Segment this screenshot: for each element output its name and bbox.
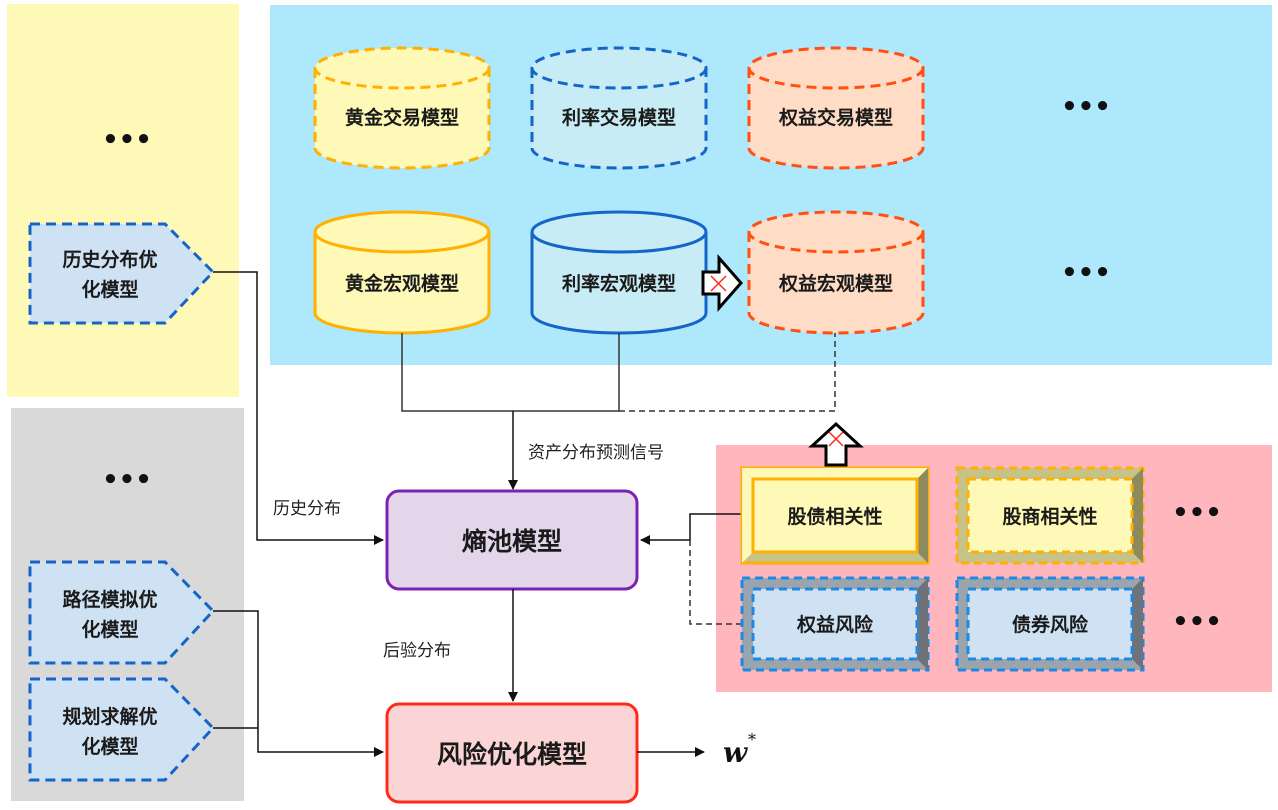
path-sim-opt-model-label-2: 化模型 (81, 618, 138, 641)
left-top-panel (7, 4, 239, 397)
programming-opt-model-label-1: 规划求解优 (62, 705, 157, 728)
stock-bond-correlation-label: 股债相关性 (787, 505, 882, 528)
rate-trading-model: 利率交易模型 (530, 46, 708, 170)
rate-macro-model: 利率宏观模型 (530, 210, 708, 335)
stock-commodity-correlation-label: 股商相关性 (1002, 505, 1097, 528)
stock-commodity-correlation-box: 股商相关性 (955, 466, 1145, 565)
output-weight-superscript: * (748, 730, 756, 749)
history-dist-label: 历史分布 (273, 499, 341, 519)
history-dist-connector (213, 271, 384, 545)
gold-trading-model: 黄金交易模型 (313, 46, 491, 170)
equity-trading-model: 权益交易模型 (747, 46, 925, 170)
equity-macro-connector (619, 333, 836, 412)
left-bottom-ellipsis: ••• (102, 465, 152, 495)
stock-bond-correlation-box: 股债相关性 (740, 466, 930, 565)
programming-opt-model-shape (28, 677, 216, 782)
asset-signal-label: 资产分布预测信号 (528, 443, 664, 463)
right-row1-ellipsis: ••• (1172, 498, 1222, 528)
path-sim-opt-model-shape (28, 560, 216, 665)
history-dist-opt-model-shape (28, 222, 216, 325)
equity-risk-label: 权益风险 (796, 613, 874, 636)
equity-macro-model-label: 权益宏观模型 (778, 272, 893, 295)
equity-trading-model-label: 权益交易模型 (778, 106, 893, 129)
risk-optimization-model-label: 风险优化模型 (437, 740, 587, 769)
gold-macro-model: 黄金宏观模型 (313, 210, 491, 335)
equity-macro-model: 权益宏观模型 (747, 210, 925, 335)
blocked-right-arrow-icon (701, 254, 743, 312)
equity-risk-connector (689, 540, 742, 625)
entropy-pool-model (385, 489, 639, 591)
rate-trading-model-label: 利率交易模型 (562, 106, 676, 129)
gold-trading-model-label: 黄金交易模型 (345, 106, 459, 129)
path-sim-connector (213, 610, 384, 757)
history-dist-opt-model-label-1: 历史分布优 (62, 248, 157, 271)
bond-risk-label: 债券风险 (1012, 613, 1089, 636)
stock-bond-corr-connector (640, 513, 742, 545)
gold-macro-connector (401, 333, 620, 412)
posterior-dist-label: 后验分布 (383, 641, 451, 661)
history-dist-opt-model-label-2: 化模型 (81, 278, 138, 301)
bond-risk-box: 债券风险 (955, 576, 1145, 672)
programming-opt-model-label-2: 化模型 (81, 735, 138, 758)
risk-optimization-model (385, 702, 639, 804)
blocked-up-arrow-icon (808, 421, 864, 467)
rate-macro-model-label: 利率宏观模型 (562, 272, 676, 295)
path-sim-opt-model-label-1: 路径模拟优 (62, 588, 157, 611)
output-weight-symbol: w (723, 736, 748, 769)
top-row1-ellipsis: ••• (1061, 92, 1111, 122)
left-top-ellipsis: ••• (102, 125, 152, 155)
right-row2-ellipsis: ••• (1172, 607, 1222, 637)
equity-risk-box: 权益风险 (740, 576, 930, 672)
gold-macro-model-label: 黄金宏观模型 (345, 272, 459, 295)
top-row2-ellipsis: ••• (1061, 258, 1111, 288)
entropy-pool-model-label: 熵池模型 (461, 527, 562, 556)
